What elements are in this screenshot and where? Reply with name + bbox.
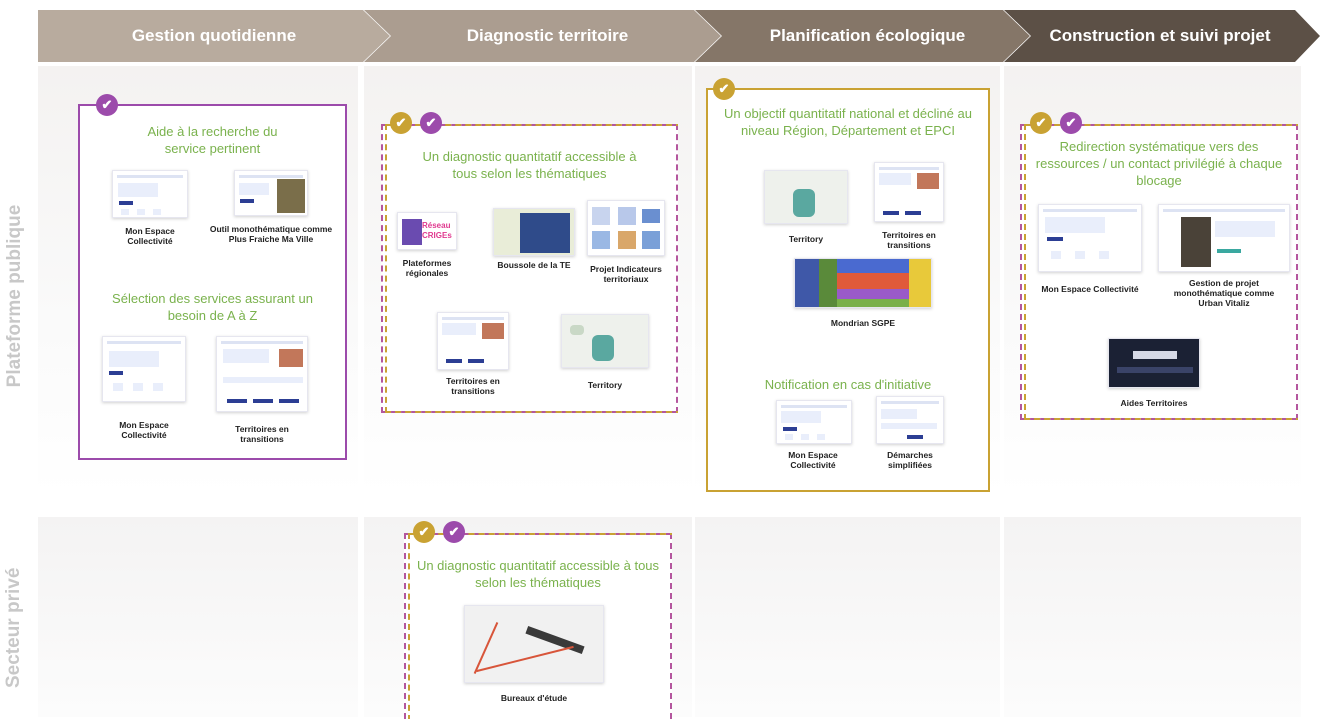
gold-check-icon: ✔ [713,78,735,100]
construction-heading: Redirection systématique vers des ressou… [1035,139,1283,188]
caption-mon-espace-collectivite: Mon Espace Collectivité [125,226,175,246]
diagnostic-box: Un diagnostic quantitatif accessible à t… [381,124,678,413]
caption-mon-espace-collectivite-4: Mon Espace Collectivité [1041,284,1139,294]
gold-check-icon: ✔ [413,521,435,543]
thumb-territoires-en-transitions [216,336,308,412]
purple-check-icon: ✔ [443,521,465,543]
caption-outil-monothematique: Outil monothématique comme Plus Fraiche … [209,224,333,244]
caption-plateformes-regionales: Plateformes régionales [402,258,452,278]
caption-demarches-simplifiees: Démarches simplifiées [887,450,933,470]
column-bg-prive-4 [1004,517,1301,717]
stage-planification-ecologique: Planification écologique [695,10,1030,62]
row-label-plateforme-publique: Plateforme publique [4,204,25,388]
stage-construction-suivi-projet: Construction et suivi projet [1004,10,1320,62]
planification-heading-1: Un objectif quantitatif national et décl… [724,106,972,138]
construction-box: Redirection systématique vers des ressou… [1020,124,1298,420]
caption-mondrian-sgpe: Mondrian SGPE [830,318,896,328]
prive-heading: Un diagnostic quantitatif accessible à t… [416,558,660,590]
caption-mon-espace-collectivite-3: Mon Espace Collectivité [788,450,838,470]
purple-check-icon: ✔ [420,112,442,134]
thumb-territory [561,314,649,368]
gestion-heading-1: Aide à la recherche du service pertinent [147,124,278,156]
thumb-territoires-en-transitions-3 [874,162,944,222]
purple-check-icon: ✔ [1060,112,1082,134]
thumb-mon-espace-collectivite-3 [776,400,852,444]
prive-box: Un diagnostic quantitatif accessible à t… [404,533,672,719]
gestion-heading-2: Sélection des services assurant un besoi… [112,291,313,323]
caption-mon-espace-collectivite-2: Mon Espace Collectivité [119,420,169,440]
thumb-mon-espace-collectivite-4 [1038,204,1142,272]
thumb-aides-territoires [1108,338,1200,388]
planification-heading-2: Notification en cas d'initiative [764,377,932,392]
stage-label: Diagnostic territoire [466,26,629,45]
thumb-boussole-te [493,208,575,256]
criges-logo-text: Réseau CRIGEs [422,221,452,240]
thumb-plus-fraiche-ma-ville [234,170,308,216]
thumb-reseau-criges: Réseau CRIGEs [397,212,457,250]
thumb-demarches-simplifiees [876,396,944,444]
caption-urban-vitaliz: Gestion de projet monothématique comme U… [1173,278,1275,308]
caption-territoires-en-transitions-2: Territoires en transitions [446,376,500,396]
thumb-mondrian-sgpe [794,258,932,308]
caption-boussole-te: Boussole de la TE [497,260,571,270]
thumb-bureaux-d-etude [464,605,604,683]
caption-aides-territoires: Aides Territoires [1120,398,1188,408]
column-bg-prive-1 [38,517,358,717]
stage-label: Gestion quotidienne [131,26,297,45]
gold-check-icon: ✔ [390,112,412,134]
column-bg-prive-3 [695,517,1000,717]
thumb-urban-vitaliz [1158,204,1290,272]
thumb-projet-indicateurs [587,200,665,256]
thumb-mon-espace-collectivite-2 [102,336,186,402]
caption-territoires-en-transitions: Territoires en transitions [235,424,289,444]
stage-gestion-quotidienne: Gestion quotidienne [38,10,390,62]
thumb-territoires-en-transitions-2 [437,312,509,370]
row-label-secteur-prive: Secteur privé [3,567,24,688]
gold-check-icon: ✔ [1030,112,1052,134]
caption-territory: Territory [587,380,623,390]
caption-territory-2: Territory [788,234,824,244]
caption-bureaux-d-etude: Bureaux d'étude [500,693,568,703]
stage-label: Planification écologique [769,26,966,45]
caption-territoires-en-transitions-3: Territoires en transitions [882,230,936,250]
thumb-territory-2 [764,170,848,224]
stage-diagnostic-territoire: Diagnostic territoire [364,10,721,62]
diagnostic-heading: Un diagnostic quantitatif accessible à t… [422,149,637,181]
thumb-mon-espace-collectivite [112,170,188,218]
planification-box: Un objectif quantitatif national et décl… [706,88,990,492]
purple-check-icon: ✔ [96,94,118,116]
stage-label: Construction et suivi projet [1049,26,1271,45]
caption-projet-indicateurs: Projet Indicateurs territoriaux [590,264,662,284]
gestion-box: Aide à la recherche du service pertinent… [78,104,347,460]
